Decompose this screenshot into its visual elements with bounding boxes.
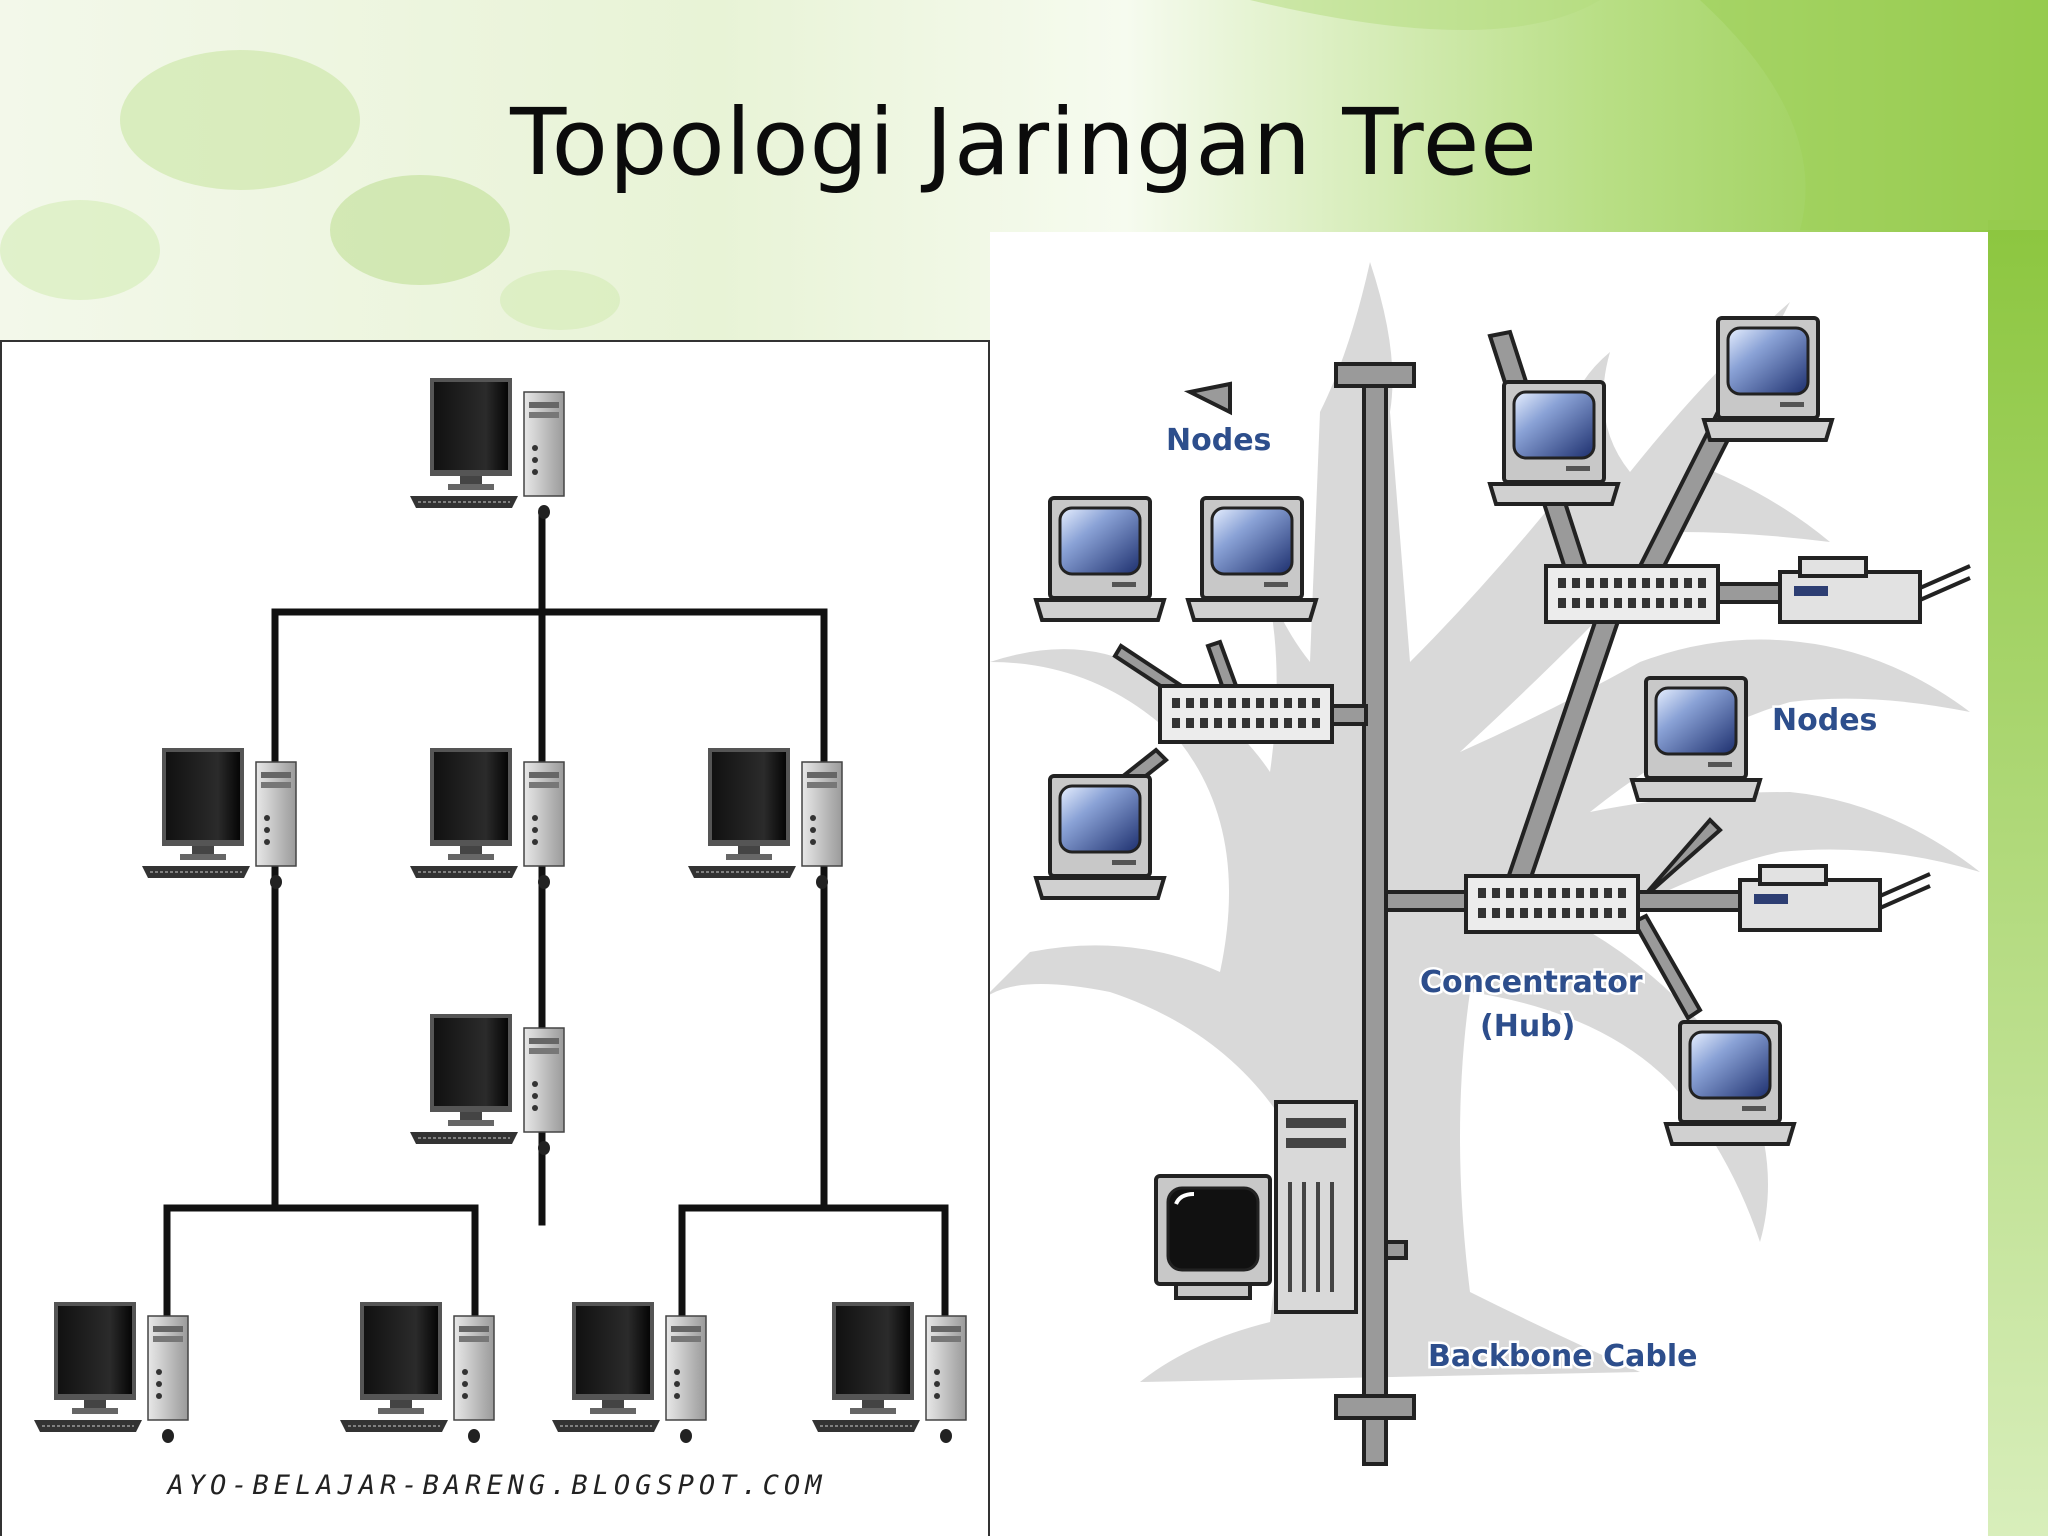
backbone-cable bbox=[1334, 362, 1416, 1466]
right-tree-diagram: Nodes Nodes Concentrator (Hub) Backbone … bbox=[990, 232, 1988, 1536]
computer-icon bbox=[551, 1301, 707, 1444]
computer-node-icon bbox=[1034, 496, 1166, 622]
computer-icon bbox=[811, 1301, 967, 1444]
computer-node-icon bbox=[1664, 1020, 1796, 1146]
hub-label: (Hub) bbox=[1480, 1009, 1575, 1044]
computer-icon bbox=[33, 1301, 189, 1444]
concentrator-hub-icon bbox=[1544, 564, 1720, 624]
printer-icon bbox=[1738, 864, 1932, 932]
concentrator-hub-icon bbox=[1464, 874, 1640, 934]
left-tree-links bbox=[163, 508, 949, 1336]
computer-node-icon bbox=[1488, 380, 1620, 506]
concentrator-label: Concentrator bbox=[1420, 965, 1643, 1000]
blog-credit: AYO-BELAJAR-BARENG.BLOGSPOT.COM bbox=[166, 1470, 827, 1501]
nodes-label-left: Nodes bbox=[1166, 423, 1271, 458]
left-tree-diagram: AYO-BELAJAR-BARENG.BLOGSPOT.COM bbox=[0, 340, 990, 1536]
root-computer-icon bbox=[409, 377, 565, 520]
nodes-label-right: Nodes bbox=[1772, 703, 1877, 738]
computer-node-icon bbox=[1702, 316, 1834, 442]
slide-title: Topologi Jaringan Tree bbox=[510, 89, 1538, 196]
computer-node-icon bbox=[1034, 774, 1166, 900]
computer-node-icon bbox=[1630, 676, 1762, 802]
computer-node-icon bbox=[1186, 496, 1318, 622]
computer-icon bbox=[339, 1301, 495, 1444]
backbone-cable-label: Backbone Cable bbox=[1428, 1339, 1697, 1374]
server-icon bbox=[1154, 1100, 1358, 1314]
computer-icon bbox=[687, 747, 843, 890]
concentrator-hub-icon bbox=[1158, 684, 1334, 744]
printer-icon bbox=[1778, 556, 1972, 624]
